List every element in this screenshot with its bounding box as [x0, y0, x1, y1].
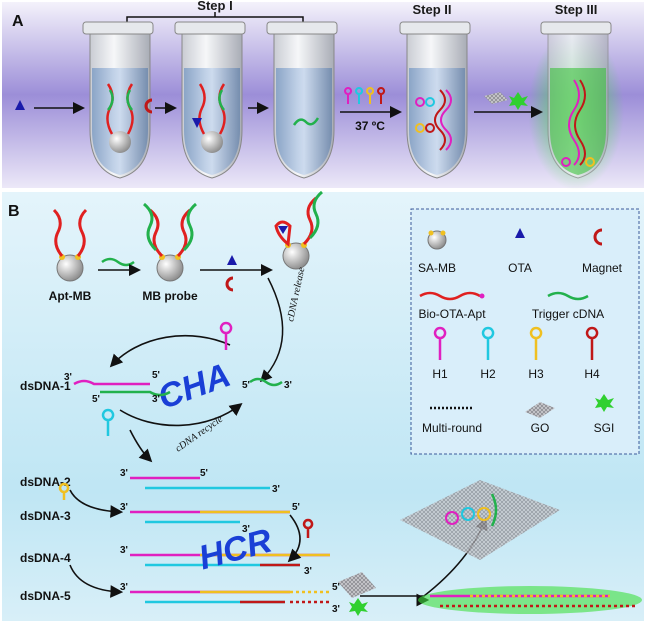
- legend-sgi: SGI: [594, 421, 615, 435]
- tube-5: [528, 21, 624, 190]
- svg-text:3': 3': [304, 566, 312, 577]
- svg-text:3': 3': [272, 484, 280, 495]
- svg-text:5': 5': [152, 370, 160, 381]
- dsdna2-diagram: 3' 5' 3': [120, 468, 280, 495]
- dsdna3-diagram: 3' 5' 3': [120, 502, 300, 535]
- legend-h2: H2: [480, 367, 496, 381]
- apt-mb-label: Apt-MB: [49, 289, 92, 303]
- svg-text:3': 3': [120, 545, 128, 556]
- legend-box: [410, 208, 640, 455]
- step-two-label: Step II: [412, 2, 451, 17]
- go-sheet-icon: [484, 92, 508, 104]
- svg-text:3': 3': [120, 582, 128, 593]
- dsdna5-label: dsDNA-5: [20, 589, 71, 603]
- legend-go: GO: [531, 421, 550, 435]
- svg-text:5': 5': [242, 380, 250, 391]
- ota-icon-b: [227, 255, 237, 265]
- legend-sa-mb: SA-MB: [418, 261, 456, 275]
- svg-text:3': 3': [64, 372, 72, 383]
- dsdna4-label: dsDNA-4: [20, 551, 71, 565]
- legend-multi-round: Multi-round: [422, 421, 482, 435]
- legend-h4: H4: [584, 367, 600, 381]
- legend-trigger: Trigger cDNA: [532, 307, 604, 321]
- go-adsorbed: [400, 480, 560, 560]
- svg-text:3': 3': [120, 502, 128, 513]
- mb-probe-label: MB probe: [142, 289, 198, 303]
- sgi-icon-b: [349, 598, 368, 616]
- panel-a-label: A: [12, 13, 24, 30]
- ota-input-icon: [15, 100, 25, 110]
- svg-text:5': 5': [332, 582, 340, 593]
- svg-text:5': 5': [292, 502, 300, 513]
- apt-mb-diagram: [52, 208, 88, 282]
- tube-2: [174, 21, 246, 179]
- bead-icon: [109, 131, 131, 153]
- tube-1: [82, 21, 154, 179]
- trigger-cdna-strand: [249, 377, 283, 387]
- dsdna1-label: dsDNA-1: [20, 379, 71, 393]
- svg-text:3': 3': [120, 468, 128, 479]
- panel-b-label: B: [8, 203, 20, 220]
- magnet-icon-b: [225, 276, 234, 292]
- mb-probe-diagram: [143, 202, 197, 282]
- ota-bound-probe: [274, 190, 323, 270]
- svg-text:3': 3': [284, 380, 292, 391]
- sgi-icon: [509, 92, 528, 110]
- legend-ota: OTA: [508, 261, 532, 275]
- svg-text:3': 3': [242, 524, 250, 535]
- step-one-label: Step I: [197, 0, 232, 13]
- legend-h3: H3: [528, 367, 544, 381]
- dsdna2-label: dsDNA-2: [20, 475, 71, 489]
- legend-magnet: Magnet: [582, 261, 623, 275]
- tube-3: [266, 21, 338, 179]
- dsdna1-diagram: 3' 5' 5' 3': [64, 370, 171, 405]
- legend-bio-ota-apt: Bio-OTA-Apt: [418, 307, 486, 321]
- svg-text:5': 5': [92, 394, 100, 405]
- svg-text:5': 5': [200, 468, 208, 479]
- step-three-label: Step III: [555, 2, 598, 17]
- dsdna5-diagram: 3' 5' 3': [120, 582, 340, 615]
- legend: SA-MB OTA Magnet Bio-OTA-Apt Trigger cDN…: [418, 228, 623, 435]
- go-sheet-b: [338, 572, 376, 598]
- ota-icon: [192, 118, 202, 128]
- magnet-icon: [144, 98, 153, 114]
- tube-4: [399, 21, 471, 179]
- h1-hairpin: [219, 321, 233, 350]
- svg-text:3': 3': [152, 394, 160, 405]
- temperature-label: 37 ºC: [355, 119, 385, 133]
- svg-text:3': 3': [332, 604, 340, 615]
- dsdna3-label: dsDNA-3: [20, 509, 71, 523]
- legend-h1: H1: [432, 367, 448, 381]
- h2-hairpin: [101, 408, 115, 436]
- hairpin-icons: [344, 87, 386, 104]
